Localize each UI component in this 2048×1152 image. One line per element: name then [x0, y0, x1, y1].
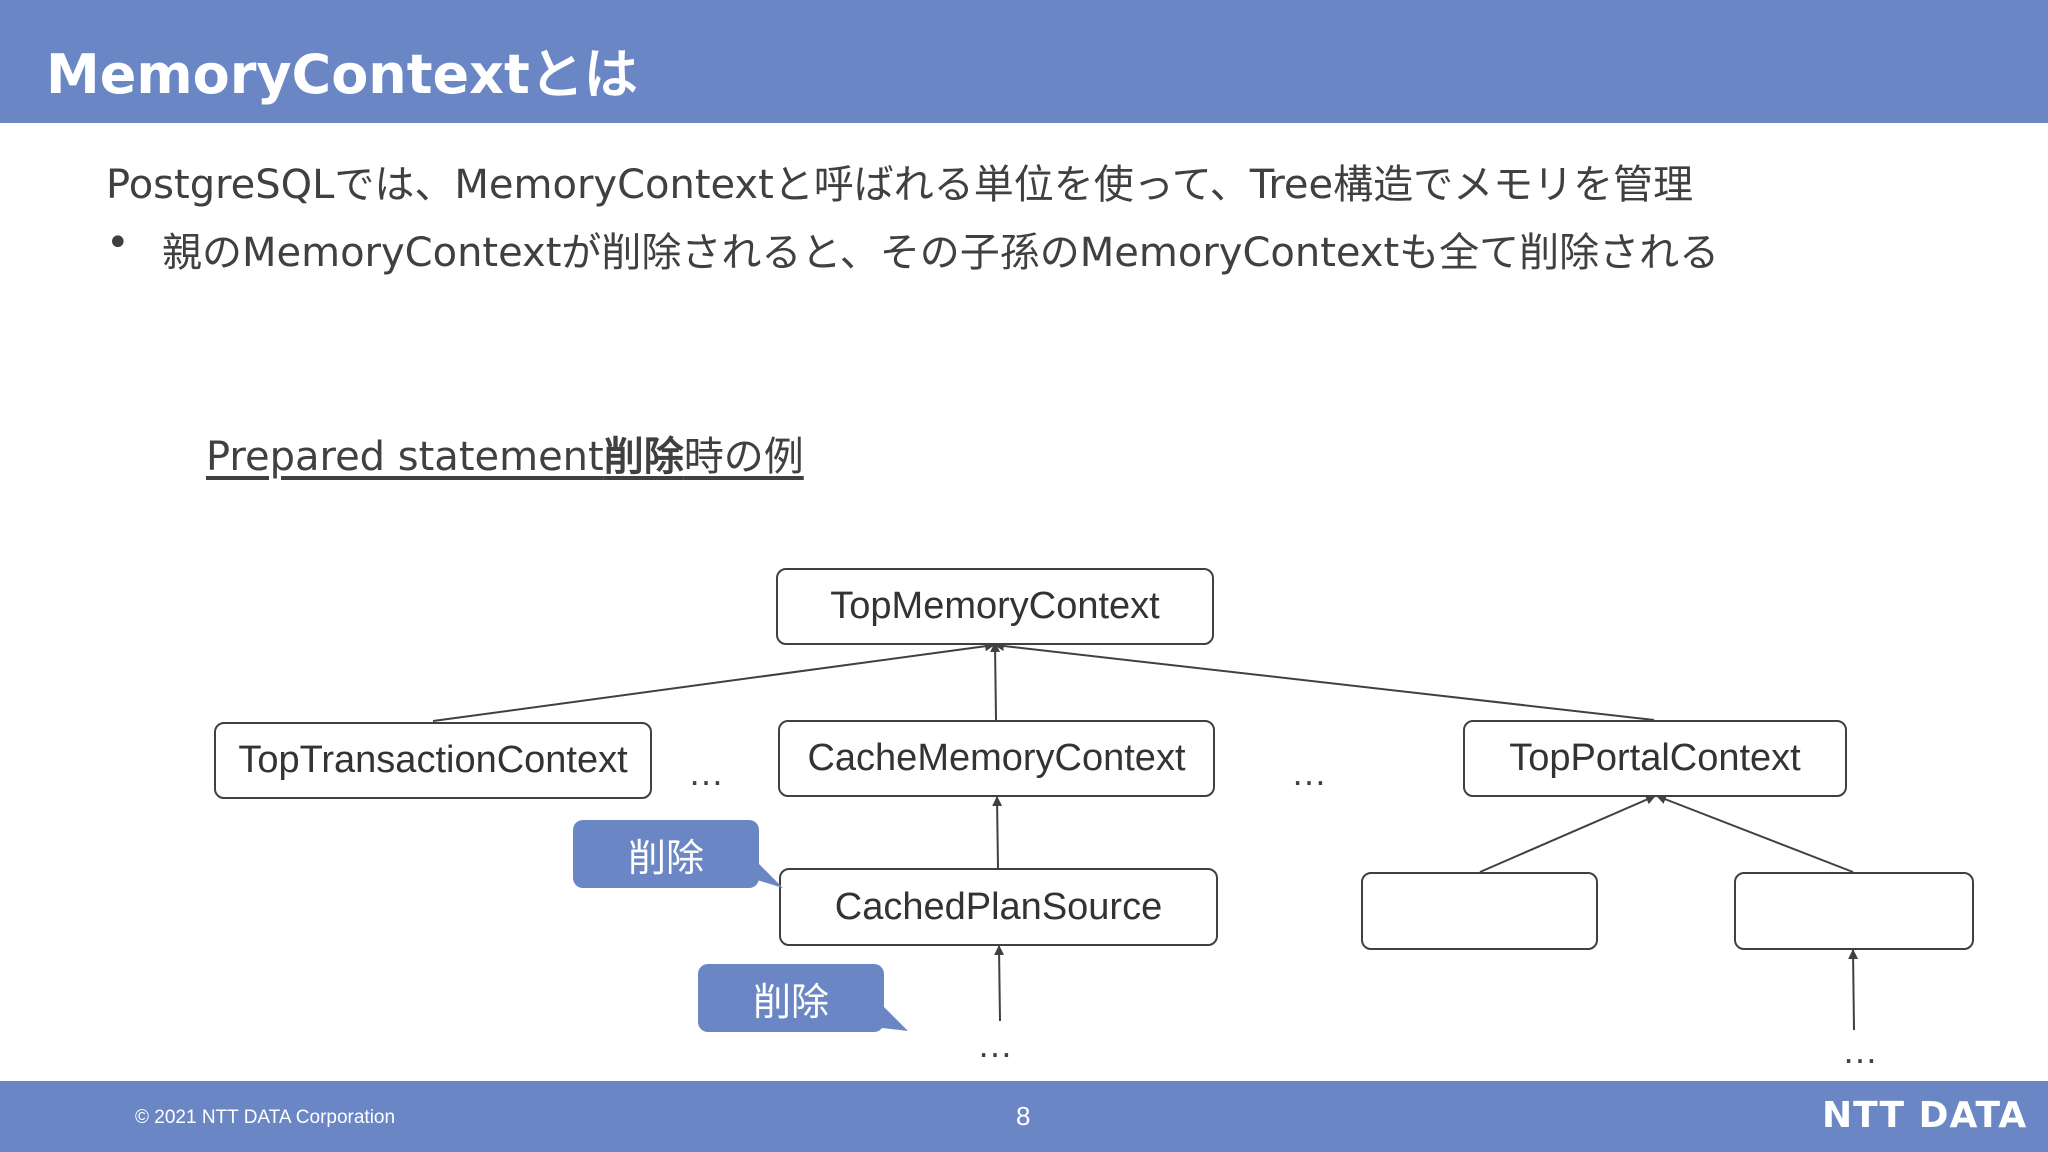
lead-text: PostgreSQLでは、MemoryContextと呼ばれる単位を使って、Tr…	[106, 162, 1694, 208]
footer-bar: © 2021 NTT DATA Corporation 8 NTT DATA	[0, 1081, 2048, 1152]
node-top-transaction-context: TopTransactionContext	[214, 722, 652, 799]
example-heading-bold: 削除	[603, 434, 684, 480]
delete-callout-upper: 削除	[573, 820, 759, 888]
node-portal-child-right	[1734, 872, 1974, 950]
ellipsis-below-portal-child: …	[1842, 1030, 1880, 1071]
edge-right-child-to-portal	[1656, 794, 1854, 873]
example-heading: Prepared statement削除時の例	[206, 424, 804, 482]
slide-title: MemoryContextとは	[46, 43, 638, 106]
delete-callout-lower: 削除	[698, 964, 884, 1032]
ellipsis-between-transaction-cache: …	[688, 752, 726, 793]
node-top-portal-context: TopPortalContext	[1463, 720, 1847, 797]
example-heading-post: 時の例	[683, 434, 804, 480]
node-portal-child-left	[1361, 872, 1598, 950]
nttdata-logo: NTT DATA	[1822, 1095, 2028, 1136]
bullet-marker: •	[106, 220, 130, 266]
edge-left-child-to-portal	[1479, 794, 1656, 873]
page-number: 8	[1016, 1101, 1031, 1131]
edge-portal-to-top	[994, 641, 1655, 721]
edge-more-to-plansource	[994, 945, 1005, 1022]
callout-lower-tail	[880, 1003, 908, 1031]
node-top-memory-context: TopMemoryContext	[776, 568, 1214, 645]
edge-plansource-to-cache	[992, 796, 1003, 869]
node-cache-memory-context: CacheMemoryContext	[778, 720, 1215, 797]
example-heading-pre: Prepared statement	[206, 434, 604, 480]
callout-upper-tail	[755, 860, 783, 888]
bullet-text: 親のMemoryContextが削除されると、その子孫のMemoryContex…	[162, 230, 1720, 276]
edge-more-to-right-child	[1848, 949, 1859, 1031]
node-cached-plan-source: CachedPlanSource	[779, 868, 1218, 946]
ellipsis-below-plansource: …	[977, 1024, 1015, 1065]
edge-cache-to-top	[990, 642, 1001, 721]
ellipsis-between-cache-portal: …	[1291, 752, 1329, 793]
title-bar: MemoryContextとは	[0, 0, 2048, 123]
copyright-text: © 2021 NTT DATA Corporation	[135, 1107, 396, 1128]
edge-transaction-to-top	[432, 641, 995, 722]
